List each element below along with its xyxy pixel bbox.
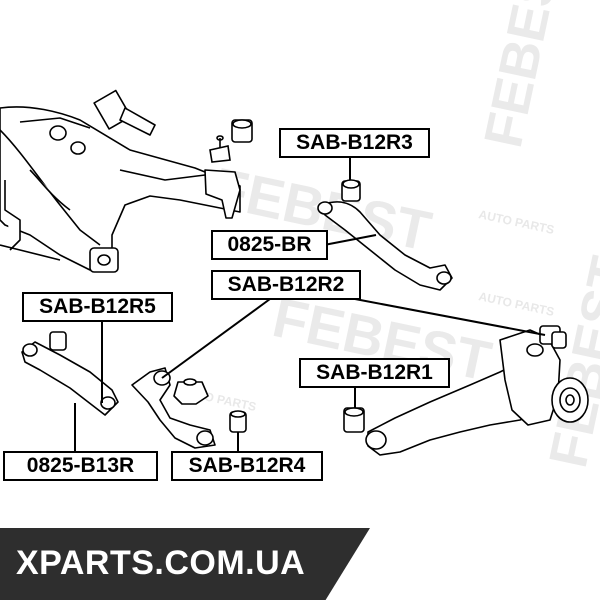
label-0825-br: 0825-BR <box>211 230 328 260</box>
label-sab-b12r3: SAB-B12R3 <box>279 128 430 158</box>
label-sab-b12r1: SAB-B12R1 <box>299 358 450 388</box>
site-banner: XPARTS.COM.UA <box>0 528 370 600</box>
arm-lower-center <box>131 367 247 449</box>
site-url-text: XPARTS.COM.UA <box>16 544 306 582</box>
label-0825-b13r: 0825-B13R <box>3 451 158 481</box>
label-sab-b12r4: SAB-B12R4 <box>171 451 323 481</box>
watermark-tagline-3: AUTO PARTS <box>477 207 555 237</box>
watermark-tagline-4: AUTO PARTS <box>477 289 555 319</box>
leader-br <box>323 234 377 246</box>
arm-0825-br <box>317 201 453 291</box>
bushing-sab-b12r1 <box>343 407 365 433</box>
subframe-drawing <box>0 89 241 273</box>
leader-r2-right <box>354 298 546 336</box>
label-sab-b12r2: SAB-B12R2 <box>211 270 361 300</box>
leader-r2-left <box>161 298 271 379</box>
bushing-sab-b12r3 <box>341 179 361 202</box>
bushing-top-small <box>209 119 253 163</box>
leader-lines <box>74 158 546 452</box>
arm-0825-b13r <box>21 331 119 416</box>
watermark-brand-3: FEBEST <box>473 0 576 152</box>
label-sab-b12r5: SAB-B12R5 <box>22 292 173 322</box>
